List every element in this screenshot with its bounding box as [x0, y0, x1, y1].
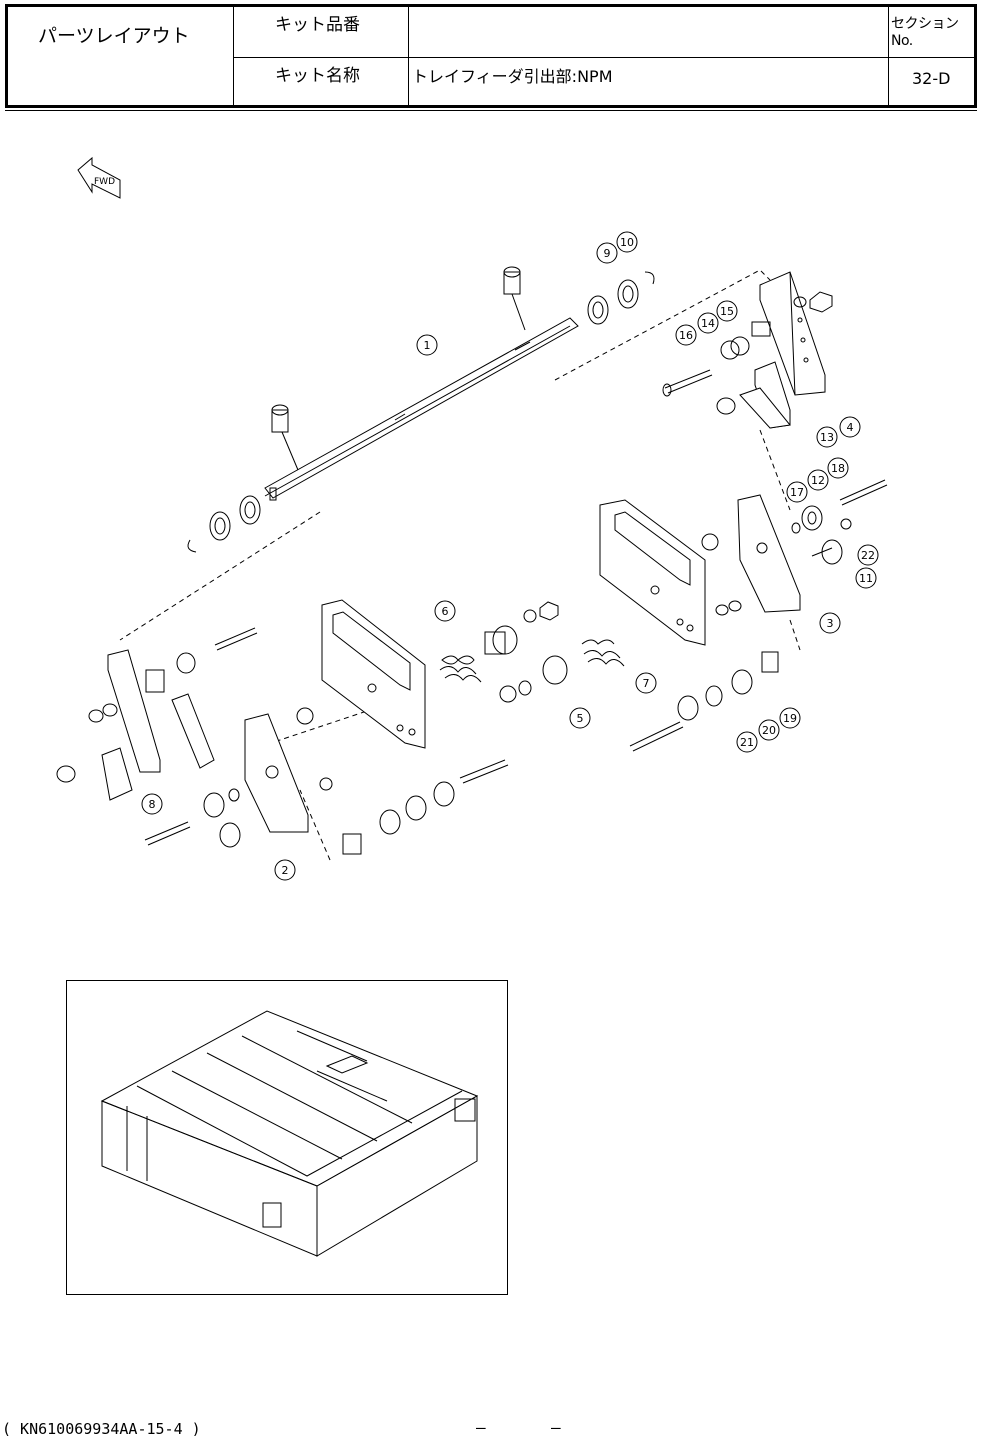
bearing-part — [188, 496, 260, 552]
assembly-overview-inset — [66, 980, 508, 1295]
callout-number: 4 — [847, 421, 854, 434]
block-part — [717, 362, 790, 428]
callout-number: 14 — [701, 317, 715, 330]
fwd-arrow-icon: FWD — [78, 158, 120, 198]
callout-number: 11 — [859, 572, 873, 585]
callout-number: 7 — [643, 677, 650, 690]
bearing-part — [721, 322, 770, 359]
callout-number: 17 — [790, 486, 804, 499]
page-dash: – — [551, 1418, 561, 1437]
callout-number: 8 — [149, 798, 156, 811]
bracket-part — [204, 708, 313, 847]
callout-number: 19 — [783, 712, 797, 725]
plate-part — [322, 600, 425, 748]
bracket-part — [57, 650, 214, 800]
callout-number: 10 — [620, 236, 634, 249]
callout-number: 5 — [577, 712, 584, 725]
bolt-part — [663, 370, 712, 396]
callout-number: 6 — [442, 605, 449, 618]
spring-part — [440, 640, 624, 682]
bracket-part — [702, 495, 800, 615]
callout-number: 20 — [762, 724, 776, 737]
page-dash: – — [476, 1418, 486, 1437]
callout-number: 18 — [831, 462, 845, 475]
callout-number: 22 — [861, 549, 875, 562]
bearing-part — [588, 272, 654, 324]
callout-number: 2 — [282, 864, 289, 877]
callout-number: 21 — [740, 736, 754, 749]
callout-number: 9 — [604, 247, 611, 260]
document-id: ( KN610069934AA-15-4 ) — [2, 1420, 201, 1438]
callout-number: 3 — [827, 617, 834, 630]
callout-number: 13 — [820, 431, 834, 444]
washer-part — [229, 652, 778, 854]
callout-number: 16 — [679, 329, 693, 342]
bolt-part — [272, 267, 525, 470]
bushing-part — [485, 602, 567, 702]
plate-part — [600, 500, 705, 645]
callout-number: 12 — [811, 474, 825, 487]
fwd-label: FWD — [94, 177, 115, 187]
callout-number: 15 — [720, 305, 734, 318]
assembly-overview-drawing — [67, 981, 507, 1294]
callout-number: 1 — [424, 339, 431, 352]
